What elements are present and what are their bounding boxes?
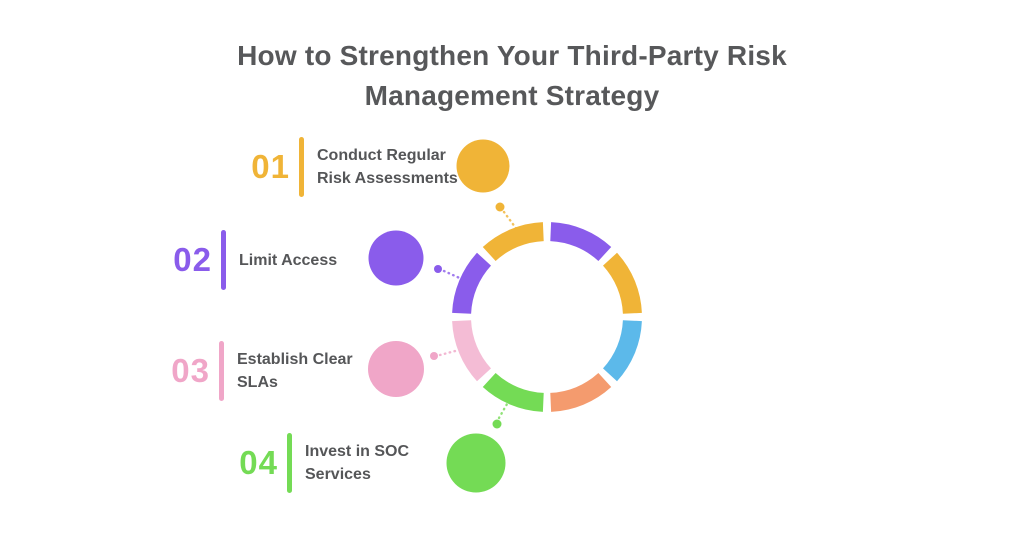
step-label: Establish Clear SLAs: [237, 348, 353, 394]
step-marker-circle: [368, 230, 424, 286]
connector-dotted-line: [497, 402, 509, 420]
step-number: 02: [173, 241, 212, 278]
step-label-line1: Invest in SOC: [305, 443, 410, 460]
connector-dotted-line: [438, 348, 461, 357]
connector-dotted-line: [442, 269, 466, 282]
ring-segment: [549, 372, 612, 412]
page-title-line1: How to Strengthen Your Third-Party Risk: [237, 40, 787, 71]
step-item-3: 03 Establish Clear SLAs: [158, 340, 353, 402]
step-label: Conduct Regular Risk Assessments: [317, 144, 458, 190]
step-item-2: 02 Limit Access: [160, 229, 337, 291]
connector-dot: [430, 352, 438, 360]
ring-segment: [452, 252, 492, 315]
step-accent-bar: [219, 341, 224, 401]
step-number: 01: [251, 148, 290, 185]
ring-segment: [452, 319, 492, 382]
step-number: 03: [171, 352, 210, 389]
connector-dot: [434, 265, 442, 273]
ring-segment: [602, 319, 642, 382]
ring-segment: [482, 372, 545, 412]
step-accent-bar: [287, 433, 292, 493]
step-marker-circle: [456, 139, 510, 193]
step-label-line2: SLAs: [237, 374, 278, 391]
step-marker-circle: [446, 433, 506, 493]
step-label-line1: Limit Access: [239, 251, 338, 269]
step-label-line2: Services: [305, 466, 371, 483]
step-label-line1: Conduct Regular: [317, 147, 446, 164]
step-item-1: 01 Conduct Regular Risk Assessments: [238, 136, 458, 198]
page-title: How to Strengthen Your Third-Party Risk …: [0, 36, 1024, 116]
connector-dot: [492, 419, 502, 429]
ring-segment: [482, 222, 545, 262]
page-title-line2: Management Strategy: [364, 80, 660, 111]
step-label: Limit Access: [239, 249, 337, 272]
step-label-line1: Establish Clear: [237, 351, 353, 368]
step-accent-bar: [299, 137, 304, 197]
step-label-line2: Risk Assessments: [317, 170, 458, 187]
step-label: Invest in SOC Services: [305, 440, 409, 486]
connector-dot: [495, 202, 505, 212]
ring-segment: [602, 252, 642, 315]
step-item-4: 04 Invest in SOC Services: [226, 432, 409, 494]
step-accent-bar: [221, 230, 226, 290]
ring-segment: [549, 222, 612, 262]
step-marker-circle: [368, 341, 424, 397]
step-number: 04: [239, 444, 278, 481]
